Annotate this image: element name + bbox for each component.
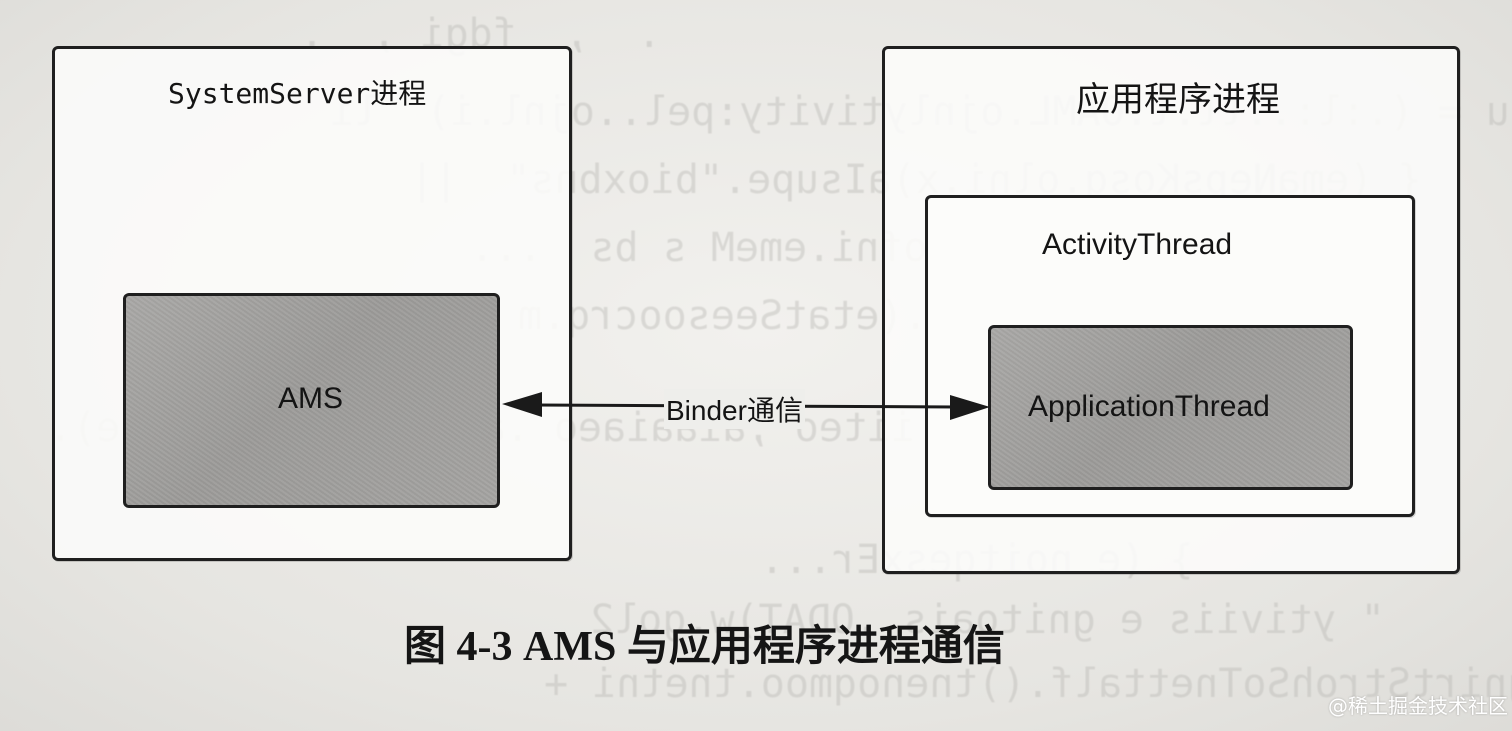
figure-caption: 图 4-3 AMS 与应用程序进程通信 <box>404 624 1005 670</box>
binder-label: Binder通信 <box>664 389 805 429</box>
application-thread-label: ApplicationThread <box>1028 390 1270 423</box>
app-process-title: 应用程序进程 <box>1076 81 1280 119</box>
watermark: @稀土掘金技术社区 <box>1328 694 1508 718</box>
system-server-process-title: SystemServer进程 <box>168 77 427 110</box>
application-thread-box <box>988 325 1353 490</box>
ams-label: AMS <box>278 382 344 415</box>
arrowhead-right-icon <box>950 395 990 420</box>
activity-thread-label: ActivityThread <box>1042 228 1233 261</box>
ams-box <box>123 293 500 508</box>
arrowhead-left-icon <box>502 392 542 417</box>
